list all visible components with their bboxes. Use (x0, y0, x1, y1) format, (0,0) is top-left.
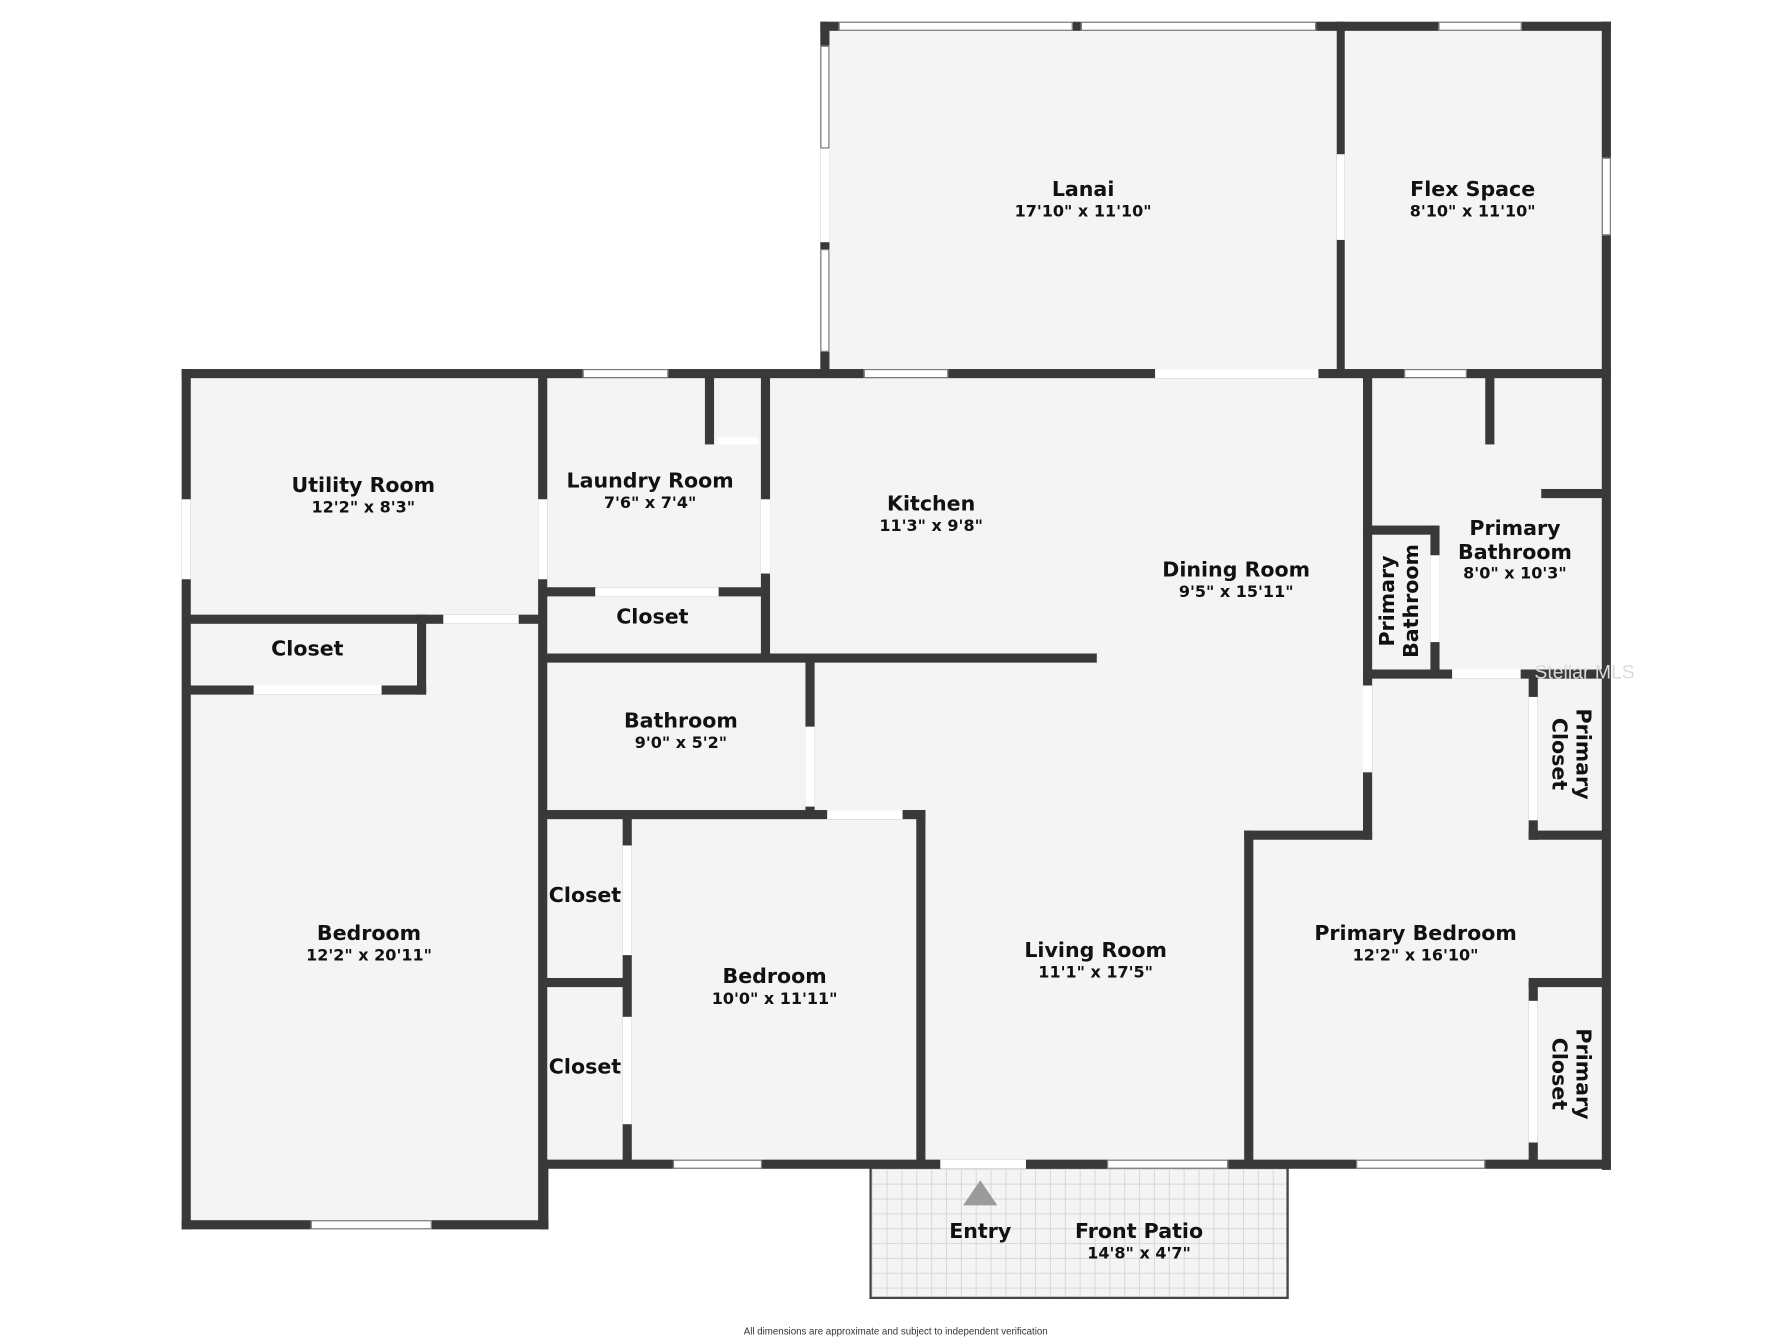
room-bedroom-left-extension (186, 1165, 544, 1225)
door-opening (717, 437, 759, 445)
room-lanai (824, 27, 1342, 373)
label-entry: Entry (949, 1219, 1012, 1244)
wall (186, 614, 543, 624)
door-opening (595, 587, 719, 597)
entry-door (940, 1159, 1026, 1169)
door-opening (622, 1016, 632, 1125)
door-opening (1452, 669, 1521, 679)
door-opening (1430, 555, 1440, 643)
wall (1541, 488, 1607, 499)
window (582, 369, 669, 379)
window (1601, 157, 1611, 236)
label-closet-mid-1: Closet (548, 883, 622, 908)
door-opening (253, 685, 382, 695)
entry-arrow-icon (963, 1180, 998, 1206)
wall (1363, 373, 1373, 840)
wall (1528, 977, 1607, 988)
wall (1601, 21, 1611, 1170)
footer-note: All dimensions are approximate and subje… (743, 1325, 1048, 1337)
door-opening (805, 726, 815, 807)
wall (542, 653, 1097, 663)
door-opening (1155, 369, 1319, 379)
window (1438, 21, 1522, 31)
label-closet-mid-2: Closet (548, 1055, 622, 1080)
room-flex-space (1341, 27, 1607, 373)
window (1404, 369, 1467, 379)
wall (181, 369, 191, 1230)
door-opening (1528, 696, 1538, 821)
door-opening (538, 499, 548, 580)
window (310, 1220, 432, 1230)
wall (539, 1159, 1611, 1169)
wall (1485, 373, 1495, 445)
window (1107, 1159, 1229, 1169)
window (820, 45, 830, 149)
wall (1528, 830, 1607, 840)
door-opening (760, 499, 771, 574)
door-opening (827, 810, 903, 820)
door-opening (820, 145, 830, 243)
wall (916, 810, 926, 1167)
window (820, 249, 830, 352)
wall (1244, 830, 1373, 840)
room-front-patio (869, 1166, 1289, 1300)
wall (704, 373, 715, 445)
door-opening (1363, 685, 1373, 773)
wall (622, 814, 632, 1164)
window (863, 369, 949, 379)
door-opening (443, 614, 519, 624)
label-closet-left: Closet (271, 637, 344, 662)
door-opening (181, 499, 191, 580)
wall (417, 614, 427, 695)
door-opening (1336, 154, 1345, 240)
label-closet-laundry: Closet (616, 605, 689, 630)
door-opening (622, 845, 632, 956)
wall (1244, 830, 1254, 1167)
window (838, 21, 1073, 31)
wall (542, 977, 629, 988)
window (1080, 21, 1317, 31)
window (672, 1159, 763, 1169)
door-opening (1528, 1000, 1538, 1143)
window (1356, 1159, 1486, 1169)
wall (1367, 525, 1437, 535)
wall (538, 373, 548, 1229)
wall (542, 810, 926, 820)
watermark: Stellar MLS (1534, 661, 1635, 684)
